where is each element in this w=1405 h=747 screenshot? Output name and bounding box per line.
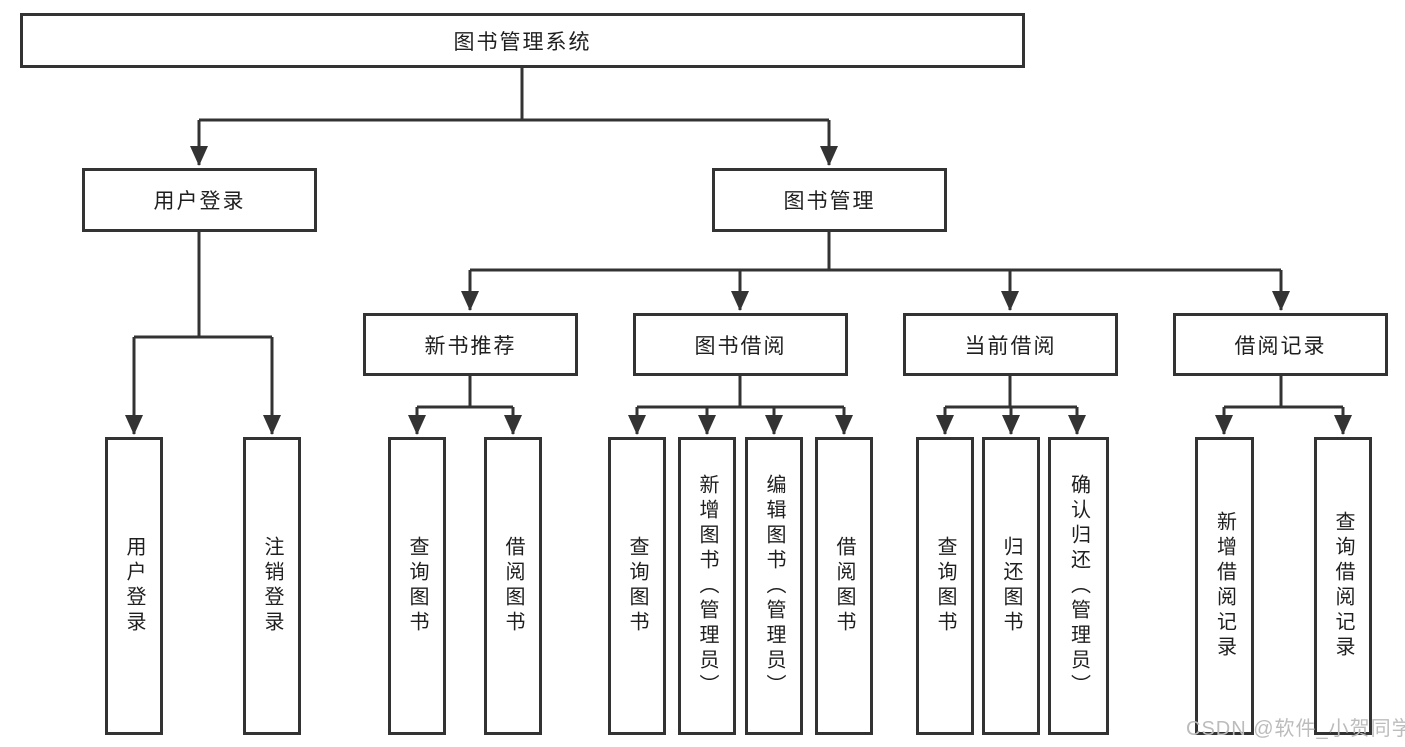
leaf-borrow-books-recommend: 借阅图书 — [484, 437, 542, 735]
leaf-confirm-return-admin: 确认归还（管理员） — [1048, 437, 1109, 735]
leaf-return-books: 归还图书 — [982, 437, 1040, 735]
leaf-borrow-books-borrow: 借阅图书 — [815, 437, 873, 735]
leaf-add-borrow-record: 新增借阅记录 — [1195, 437, 1254, 735]
leaf-edit-books-admin: 编辑图书（管理员） — [745, 437, 803, 735]
node-root-system: 图书管理系统 — [20, 13, 1025, 68]
connector-arrows — [125, 120, 1352, 435]
node-book-management: 图书管理 — [712, 168, 947, 232]
leaf-logout-login: 注销登录 — [243, 437, 301, 735]
node-user-login: 用户登录 — [82, 168, 317, 232]
leaf-user-login: 用户登录 — [105, 437, 163, 735]
leaf-query-books-borrow: 查询图书 — [608, 437, 666, 735]
node-new-book-recommend: 新书推荐 — [363, 313, 578, 376]
node-book-borrow: 图书借阅 — [633, 313, 848, 376]
leaf-query-books-recommend: 查询图书 — [388, 437, 446, 735]
node-current-borrow: 当前借阅 — [903, 313, 1118, 376]
csdn-watermark: CSDN @软件_小贺同学 — [1186, 718, 1405, 740]
leaf-query-books-current: 查询图书 — [916, 437, 974, 735]
connector-trunks — [134, 68, 1343, 409]
leaf-add-books-admin: 新增图书（管理员） — [678, 437, 736, 735]
node-borrow-records: 借阅记录 — [1173, 313, 1388, 376]
leaf-query-borrow-record: 查询借阅记录 — [1314, 437, 1372, 735]
